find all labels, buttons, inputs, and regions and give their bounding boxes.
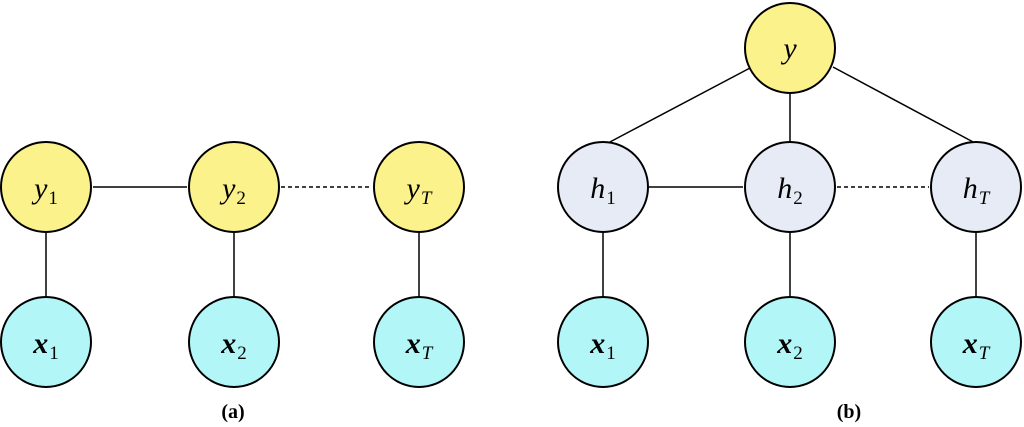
node-symbol: x bbox=[405, 327, 421, 360]
node-label: x2 bbox=[220, 327, 247, 364]
panel-b: y h1 h2 hT x1 x2 xT (b) bbox=[557, 2, 1022, 423]
node-symbol: y bbox=[404, 172, 421, 205]
node-circle bbox=[744, 141, 836, 233]
node-b-x1: x1 bbox=[557, 296, 649, 388]
caption-a: (a) bbox=[221, 401, 244, 423]
node-label: y1 bbox=[31, 172, 58, 209]
node-b-h1: h1 bbox=[557, 141, 649, 233]
node-symbol: y bbox=[780, 32, 797, 65]
node-symbol: y bbox=[31, 172, 48, 205]
node-subscript: 2 bbox=[237, 343, 247, 364]
edge-y-h1 bbox=[607, 67, 751, 144]
node-circle bbox=[373, 296, 465, 388]
node-subscript: 1 bbox=[606, 188, 616, 209]
node-a-x1: x1 bbox=[0, 296, 92, 388]
node-a-y1: y1 bbox=[0, 141, 92, 233]
node-label: x2 bbox=[776, 327, 803, 364]
node-b-h2: h2 bbox=[744, 141, 836, 233]
node-subscript: 2 bbox=[236, 188, 246, 209]
node-label: h1 bbox=[590, 172, 616, 209]
node-circle bbox=[0, 141, 92, 233]
node-circle bbox=[557, 141, 649, 233]
node-label: y bbox=[780, 32, 797, 65]
node-circle bbox=[188, 141, 280, 233]
node-subscript: T bbox=[421, 188, 433, 209]
node-label: hT bbox=[963, 172, 991, 209]
node-label: x1 bbox=[589, 327, 616, 364]
node-subscript: 1 bbox=[49, 343, 59, 364]
node-symbol: y bbox=[219, 172, 236, 205]
node-label: yT bbox=[404, 172, 433, 209]
edge-y-hT bbox=[832, 66, 976, 144]
node-label: xT bbox=[405, 327, 434, 364]
node-subscript: 2 bbox=[793, 343, 803, 364]
node-circle bbox=[930, 296, 1022, 388]
node-b-y: y bbox=[744, 2, 836, 94]
node-a-x2: x2 bbox=[188, 296, 280, 388]
node-a-y2: y2 bbox=[188, 141, 280, 233]
node-circle bbox=[0, 296, 92, 388]
node-a-yT: yT bbox=[373, 141, 465, 233]
node-label: h2 bbox=[777, 172, 803, 209]
node-b-x2: x2 bbox=[744, 296, 836, 388]
caption-b: (b) bbox=[837, 401, 861, 423]
node-symbol: h bbox=[590, 172, 605, 205]
node-symbol: x bbox=[32, 327, 48, 360]
node-circle bbox=[930, 141, 1022, 233]
node-circle bbox=[744, 296, 836, 388]
node-symbol: x bbox=[776, 327, 792, 360]
node-circle bbox=[557, 296, 649, 388]
node-symbol: x bbox=[589, 327, 605, 360]
node-symbol: h bbox=[777, 172, 792, 205]
node-subscript: T bbox=[979, 343, 991, 364]
node-symbol: x bbox=[220, 327, 236, 360]
node-a-xT: xT bbox=[373, 296, 465, 388]
node-b-hT: hT bbox=[930, 141, 1022, 233]
node-circle bbox=[373, 141, 465, 233]
node-symbol: x bbox=[962, 327, 978, 360]
node-label: y2 bbox=[219, 172, 246, 209]
node-circle bbox=[744, 2, 836, 94]
node-subscript: 2 bbox=[793, 188, 803, 209]
node-circle bbox=[188, 296, 280, 388]
node-subscript: T bbox=[422, 343, 434, 364]
node-subscript: T bbox=[979, 188, 991, 209]
node-b-xT: xT bbox=[930, 296, 1022, 388]
node-symbol: h bbox=[963, 172, 978, 205]
node-label: xT bbox=[962, 327, 991, 364]
panel-a: y1 y2 yT x1 x2 xT (a) bbox=[0, 141, 465, 423]
node-label: x1 bbox=[32, 327, 59, 364]
node-subscript: 1 bbox=[48, 188, 58, 209]
node-subscript: 1 bbox=[606, 343, 616, 364]
